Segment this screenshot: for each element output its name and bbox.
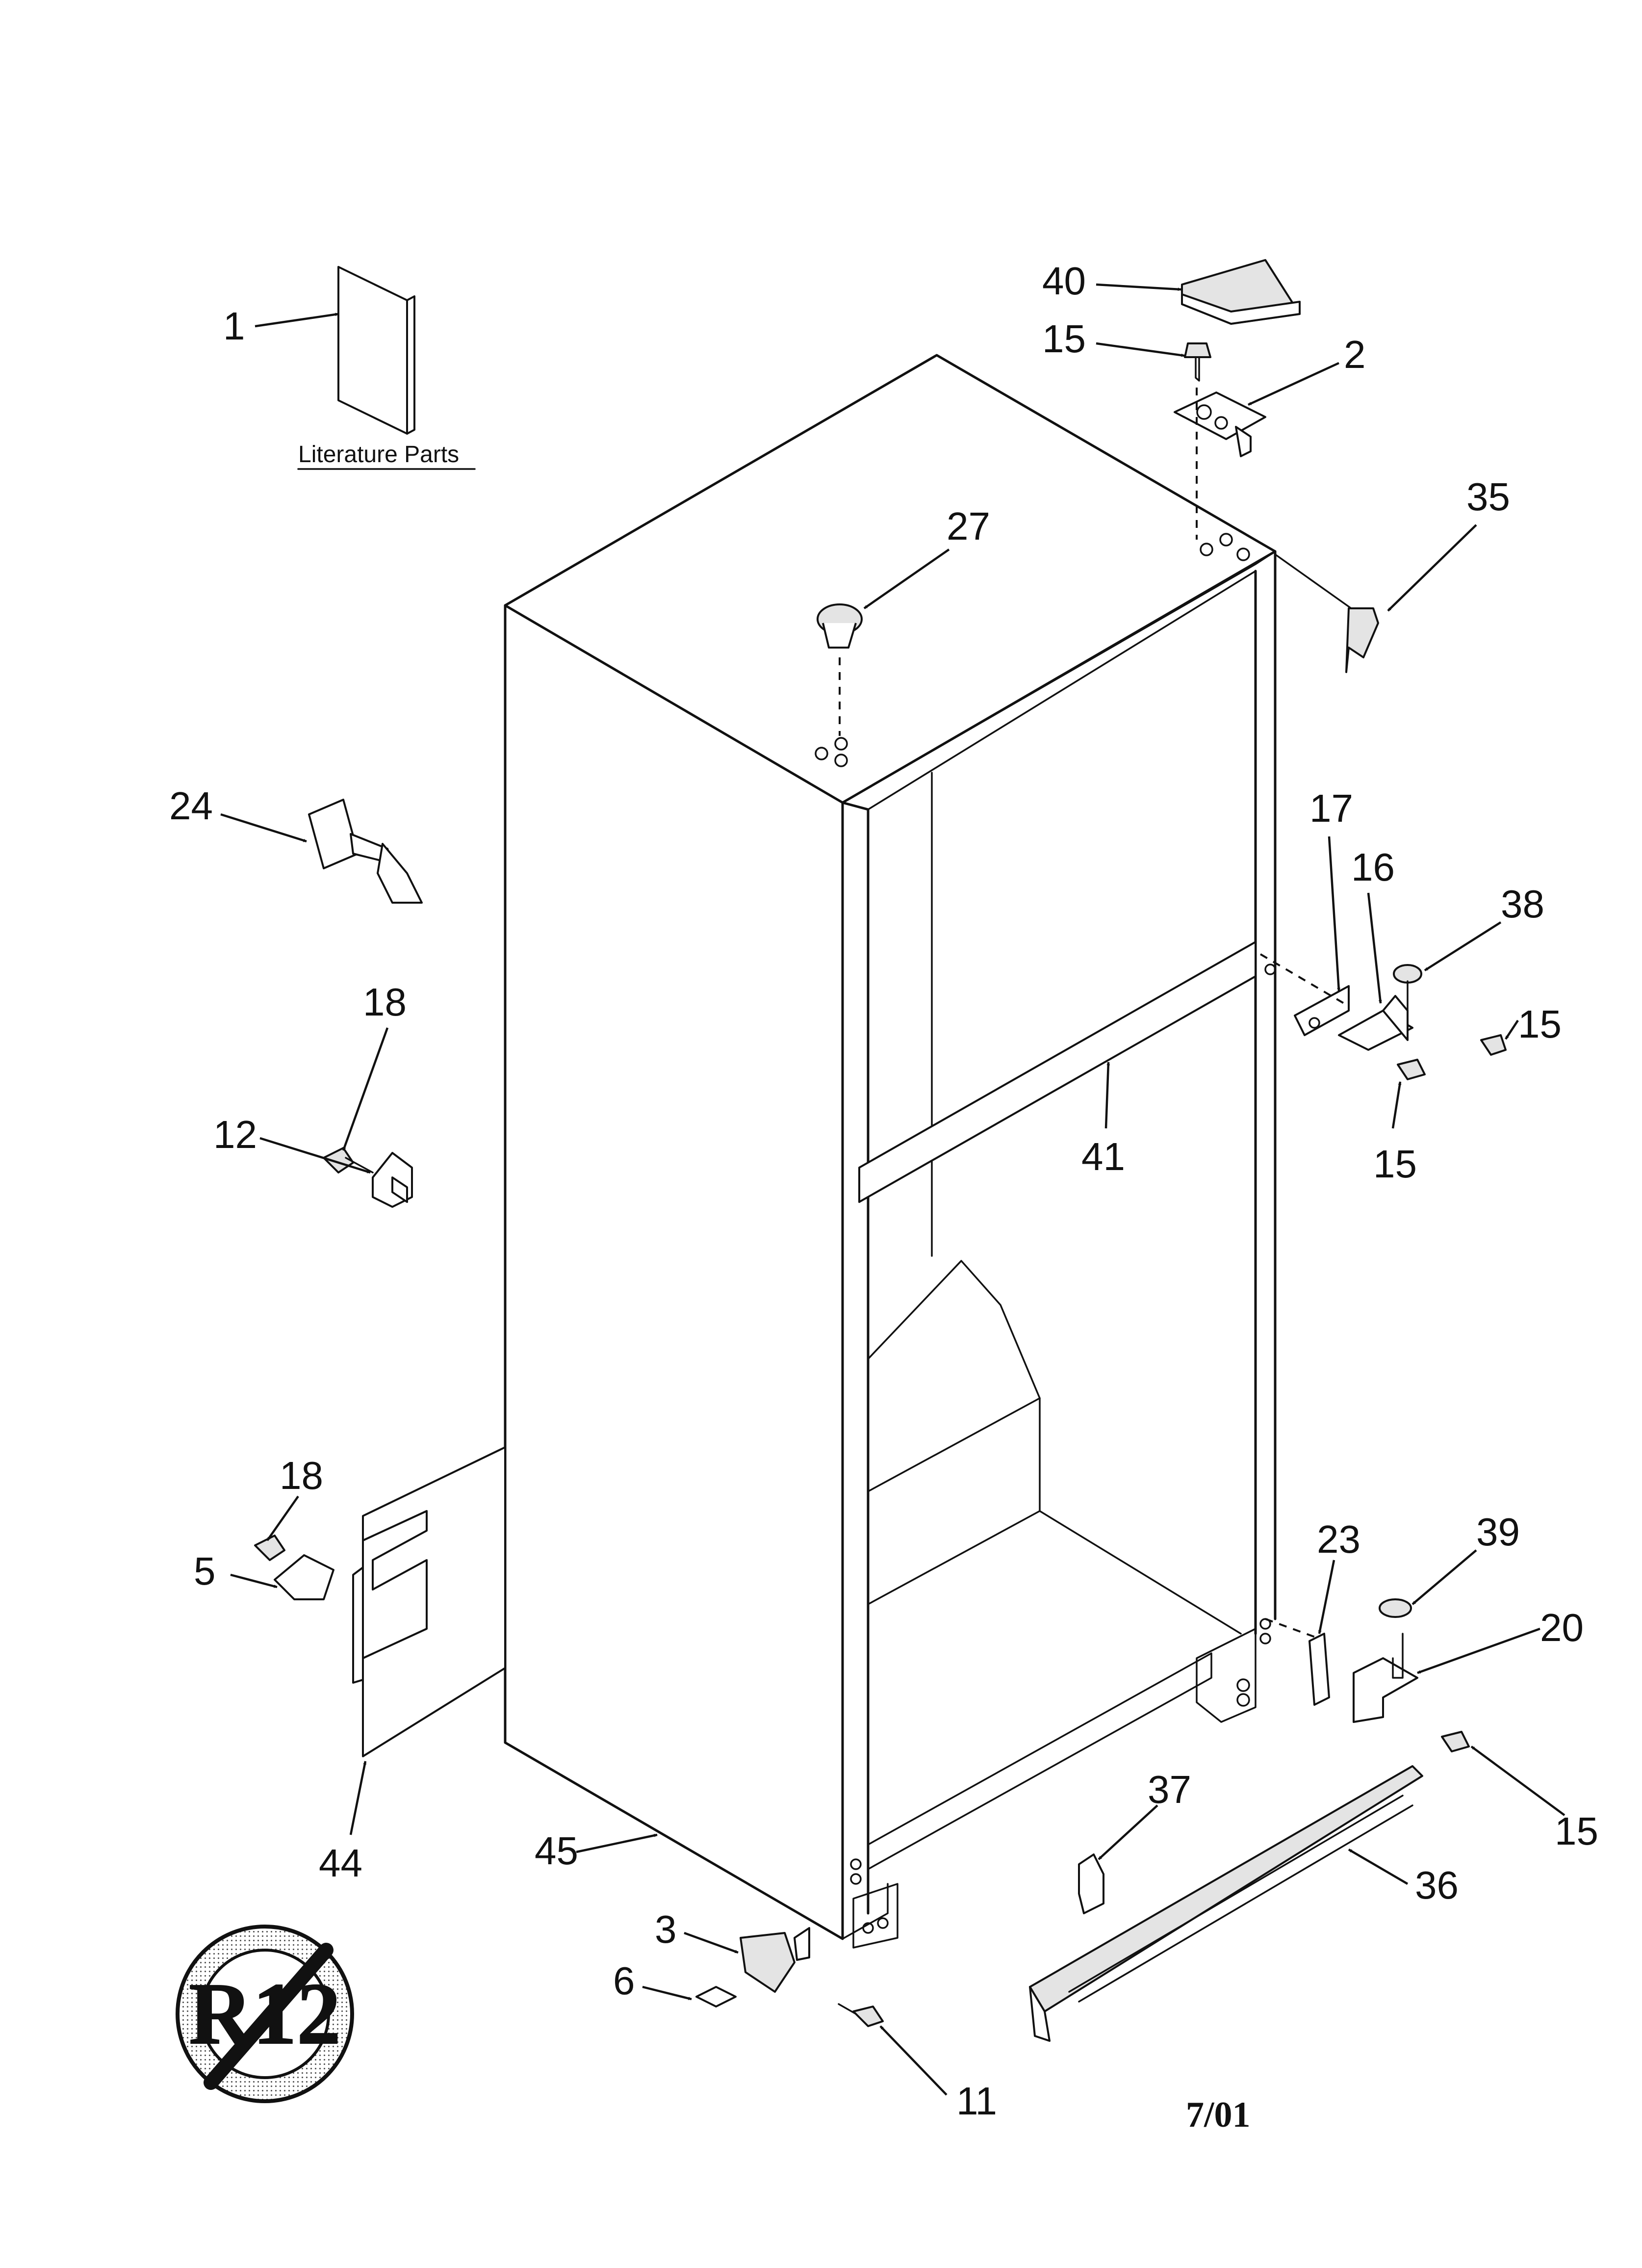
callout-15-center: 15	[1373, 1142, 1417, 1186]
leader-3	[684, 1931, 739, 1954]
leader-37	[1098, 1804, 1158, 1860]
leader-15-right	[1505, 1019, 1519, 1040]
callout-5: 5	[194, 1549, 216, 1593]
callout-18-lower: 18	[280, 1454, 323, 1497]
callout-39: 39	[1476, 1510, 1520, 1554]
leader-1	[255, 313, 339, 328]
literature-booklet	[337, 266, 415, 435]
callout-18: 18	[363, 980, 407, 1024]
literature-caption: Literature Parts	[298, 442, 459, 468]
callout-12: 12	[213, 1113, 257, 1156]
leader-20	[1417, 1627, 1540, 1674]
leader-41	[1104, 1062, 1110, 1129]
callout-44: 44	[319, 1841, 362, 1885]
callout-2: 2	[1344, 333, 1366, 376]
callout-24: 24	[169, 784, 213, 828]
bottom-hinge-group	[1308, 1598, 1470, 1752]
leader-40	[1096, 283, 1181, 291]
leveling-screw	[838, 2003, 884, 2027]
callout-3: 3	[655, 1907, 677, 1951]
leader-15-top	[1096, 342, 1185, 357]
center-hinge-group	[1294, 964, 1507, 1080]
leader-12	[259, 1137, 371, 1174]
callout-1: 1	[223, 304, 245, 348]
leader-2	[1248, 362, 1339, 406]
base-grille	[1029, 1765, 1423, 2042]
callout-15-bottom: 15	[1555, 1809, 1598, 1853]
callout-23: 23	[1317, 1517, 1360, 1561]
leader-15-bottom	[1470, 1746, 1565, 1816]
callout-labels: 1 40 15 2 35 27 24 17 16 38 18 15 12 41 …	[169, 259, 1598, 2123]
roller-screw	[695, 1986, 737, 2007]
shelf-pin	[308, 799, 423, 904]
hinge-plug	[1345, 607, 1379, 673]
callout-11: 11	[956, 2079, 997, 2123]
leader-11	[879, 2025, 948, 2096]
leader-5	[230, 1573, 278, 1589]
callout-20: 20	[1540, 1606, 1584, 1649]
callout-40: 40	[1042, 259, 1086, 303]
leader-44	[349, 1761, 367, 1835]
callout-16: 16	[1351, 845, 1395, 889]
leader-18-lower	[266, 1495, 299, 1541]
leader-45	[576, 1833, 658, 1853]
callout-17: 17	[1309, 786, 1353, 830]
leader-27	[863, 548, 950, 609]
leader-38	[1424, 921, 1502, 971]
date-code: 7/01	[1186, 2095, 1251, 2135]
no-r12-badge: R12	[176, 1925, 354, 2103]
leader-17	[1328, 836, 1341, 991]
leader-39	[1411, 1549, 1477, 1605]
callout-37: 37	[1148, 1768, 1191, 1811]
callout-45: 45	[535, 1829, 578, 1873]
hinge-screw-top	[1184, 342, 1211, 382]
divider-rail	[858, 941, 1257, 1203]
wire-clip	[372, 1152, 413, 1208]
callout-41: 41	[1081, 1135, 1125, 1178]
front-roller	[740, 1927, 810, 1993]
leader-35	[1387, 524, 1477, 612]
leader-18-upper	[342, 1027, 389, 1151]
hinge-cover	[1181, 259, 1301, 325]
machine-compartment-cover	[362, 1446, 506, 1757]
callout-35: 35	[1466, 475, 1510, 519]
callout-15-right: 15	[1518, 1002, 1562, 1046]
leader-36	[1348, 1849, 1409, 1885]
refrigerator-cabinet	[504, 354, 1277, 1949]
leader-6	[642, 1985, 692, 2001]
callout-36: 36	[1415, 1863, 1459, 1907]
callout-27: 27	[947, 504, 990, 548]
top-hole-plug	[817, 603, 863, 649]
leader-23	[1318, 1560, 1335, 1634]
grille-clip	[1078, 1853, 1104, 1914]
callout-38: 38	[1501, 882, 1544, 926]
callout-15: 15	[1042, 317, 1086, 361]
callout-6: 6	[613, 1959, 635, 2003]
leader-15-center	[1391, 1081, 1402, 1129]
leader-16	[1367, 892, 1382, 1004]
leader-24	[220, 813, 307, 843]
